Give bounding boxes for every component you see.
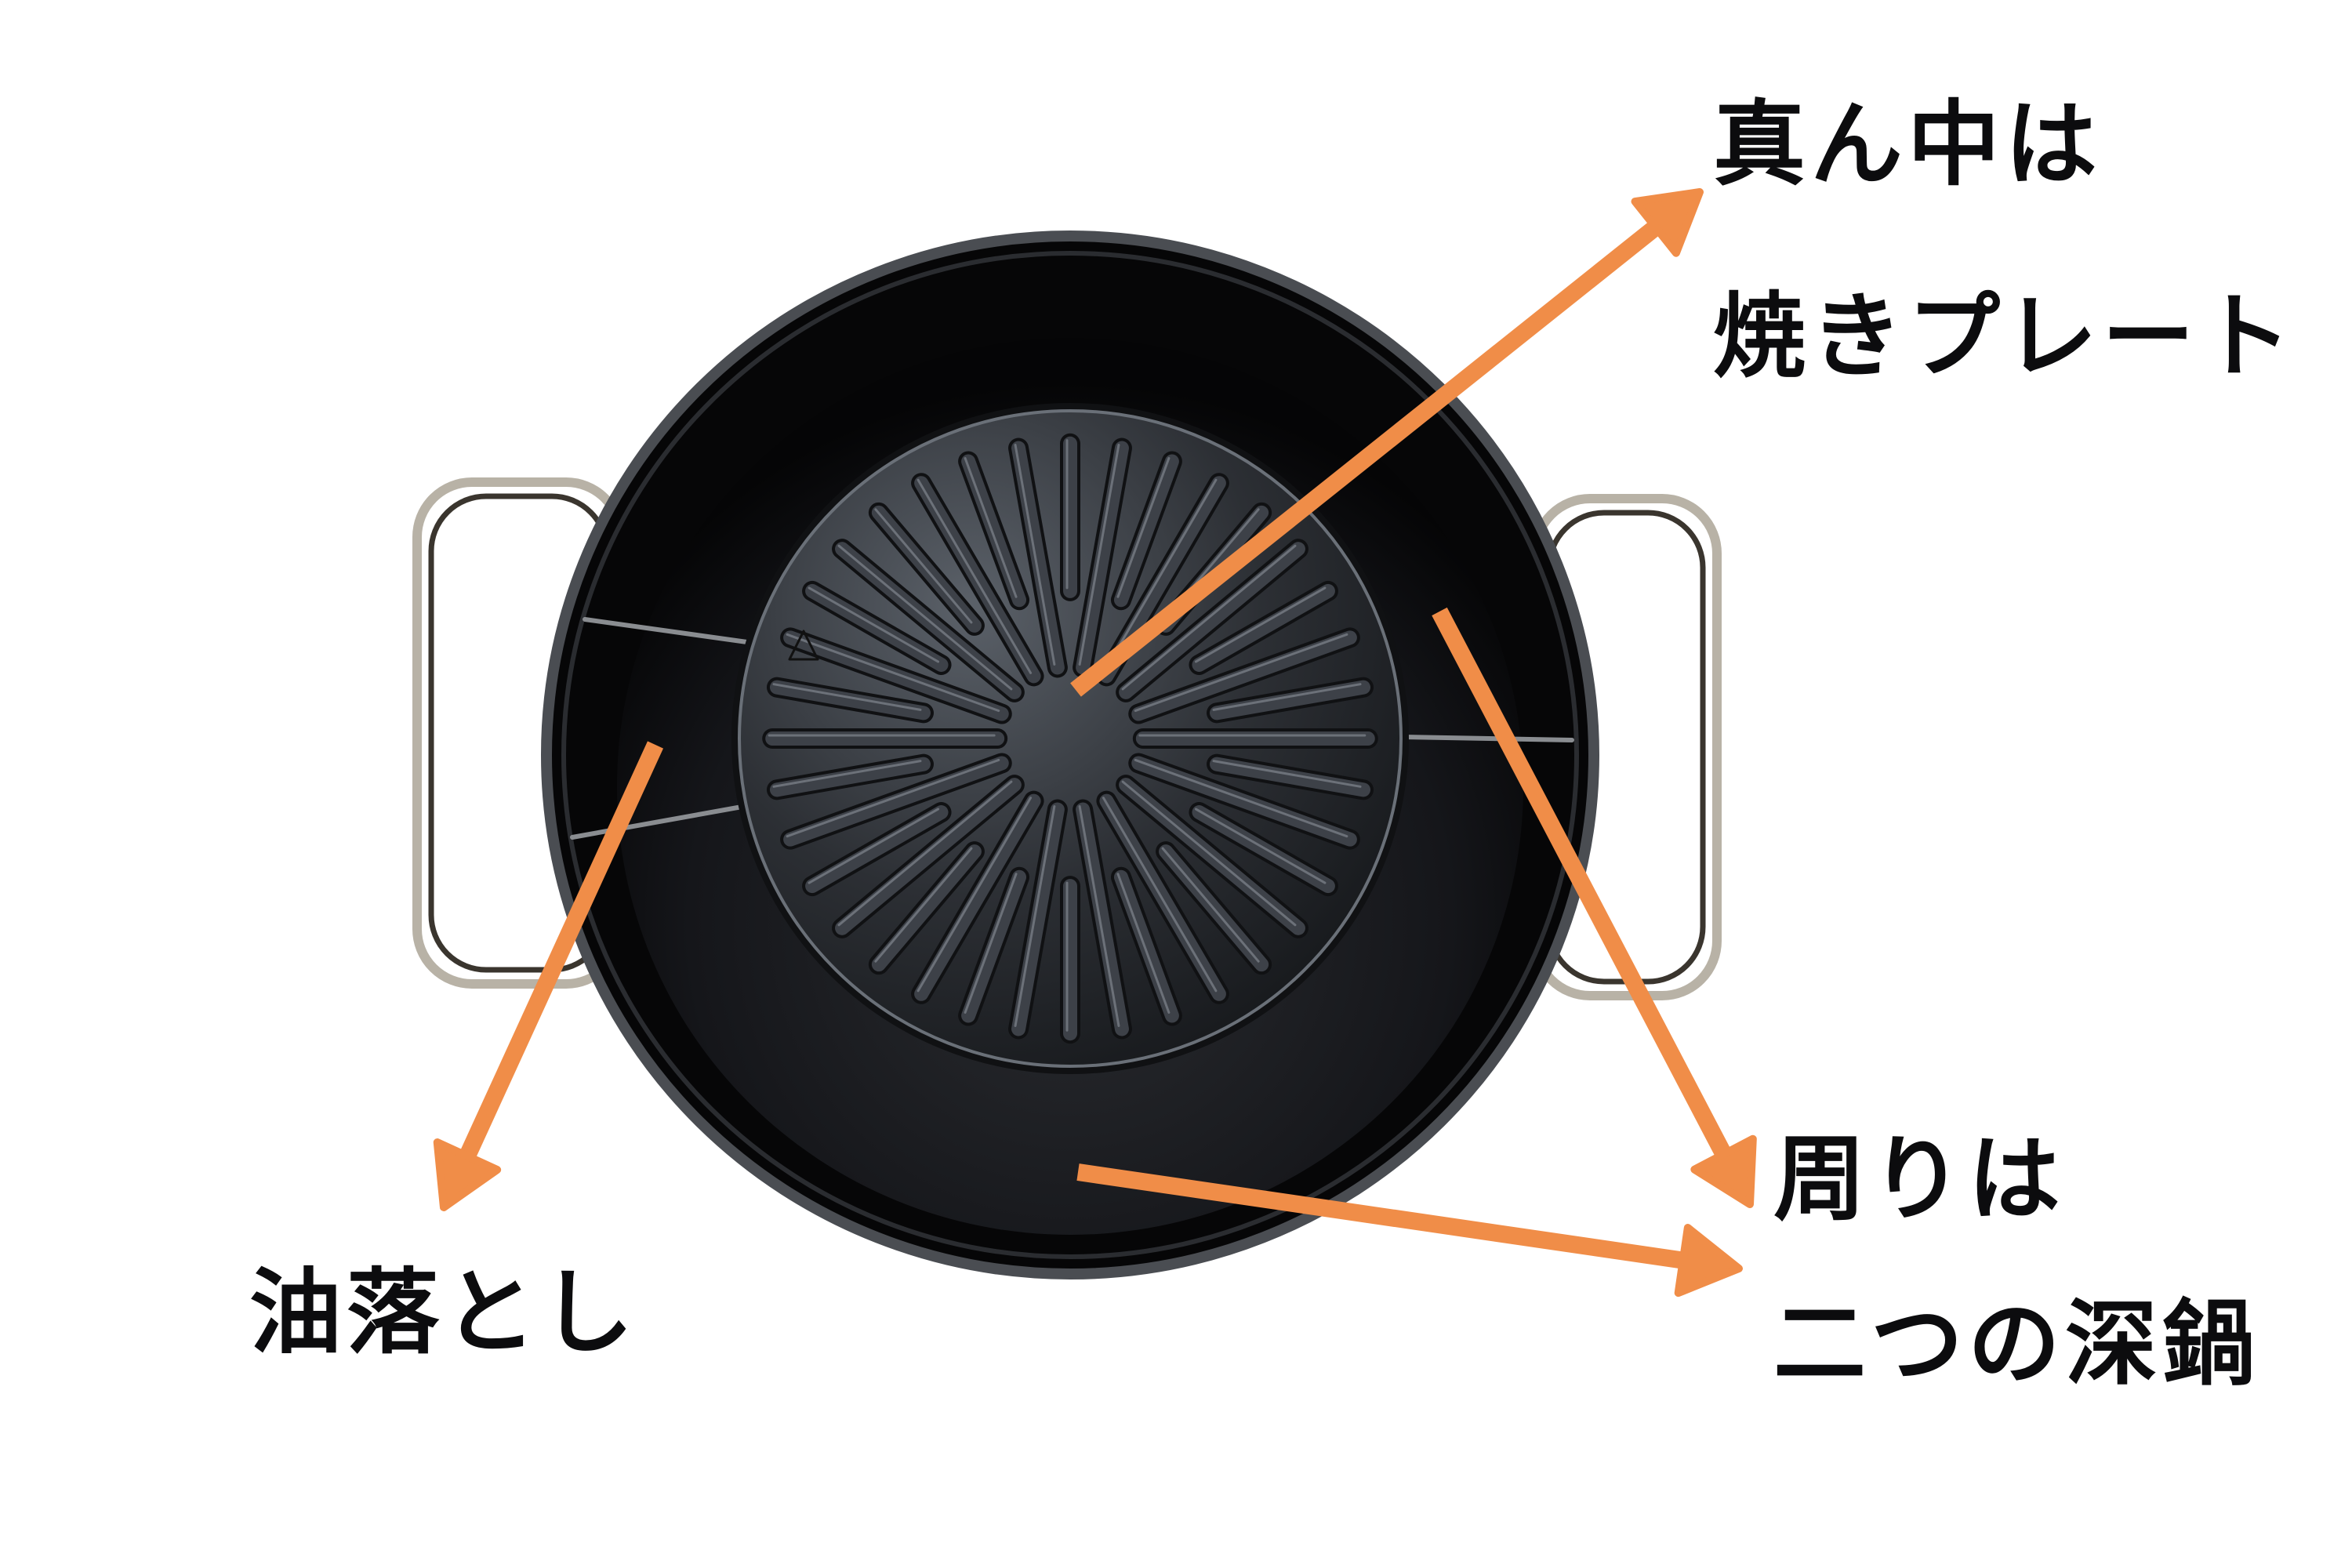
label-center-grill-plate: 真ん中は 焼きプレート: [1713, 98, 2296, 482]
arrow-to-oil-drain: [433, 741, 664, 1211]
arrowhead-icon: [1631, 188, 1704, 257]
arrow-to-center-plate: [1070, 188, 1704, 697]
label-line: 二つの深鍋: [1773, 1289, 2260, 1398]
arrow-to-side-pot-bottom: [1076, 1163, 1743, 1298]
arrowhead-icon: [1674, 1224, 1743, 1298]
arrowhead-icon: [433, 1138, 502, 1211]
label-line: 周りは: [1773, 1124, 2066, 1233]
grill-plate: [731, 403, 1409, 1074]
arrow-to-side-pot-right: [1432, 607, 1757, 1208]
arrowhead-icon: [1690, 1134, 1757, 1208]
partition-rails: [570, 617, 1574, 840]
label-side-deep-pots: 周りは 二つの深鍋: [1773, 1133, 2259, 1462]
callout-arrows: [433, 188, 1757, 1298]
label-oil-drain: 油落とし: [249, 1266, 638, 1359]
label-line: 焼きプレート: [1713, 281, 2297, 390]
label-line: 油落とし: [249, 1258, 639, 1367]
hot-surface-warning-icon: [788, 630, 819, 661]
label-line: 真ん中は: [1713, 89, 2103, 198]
